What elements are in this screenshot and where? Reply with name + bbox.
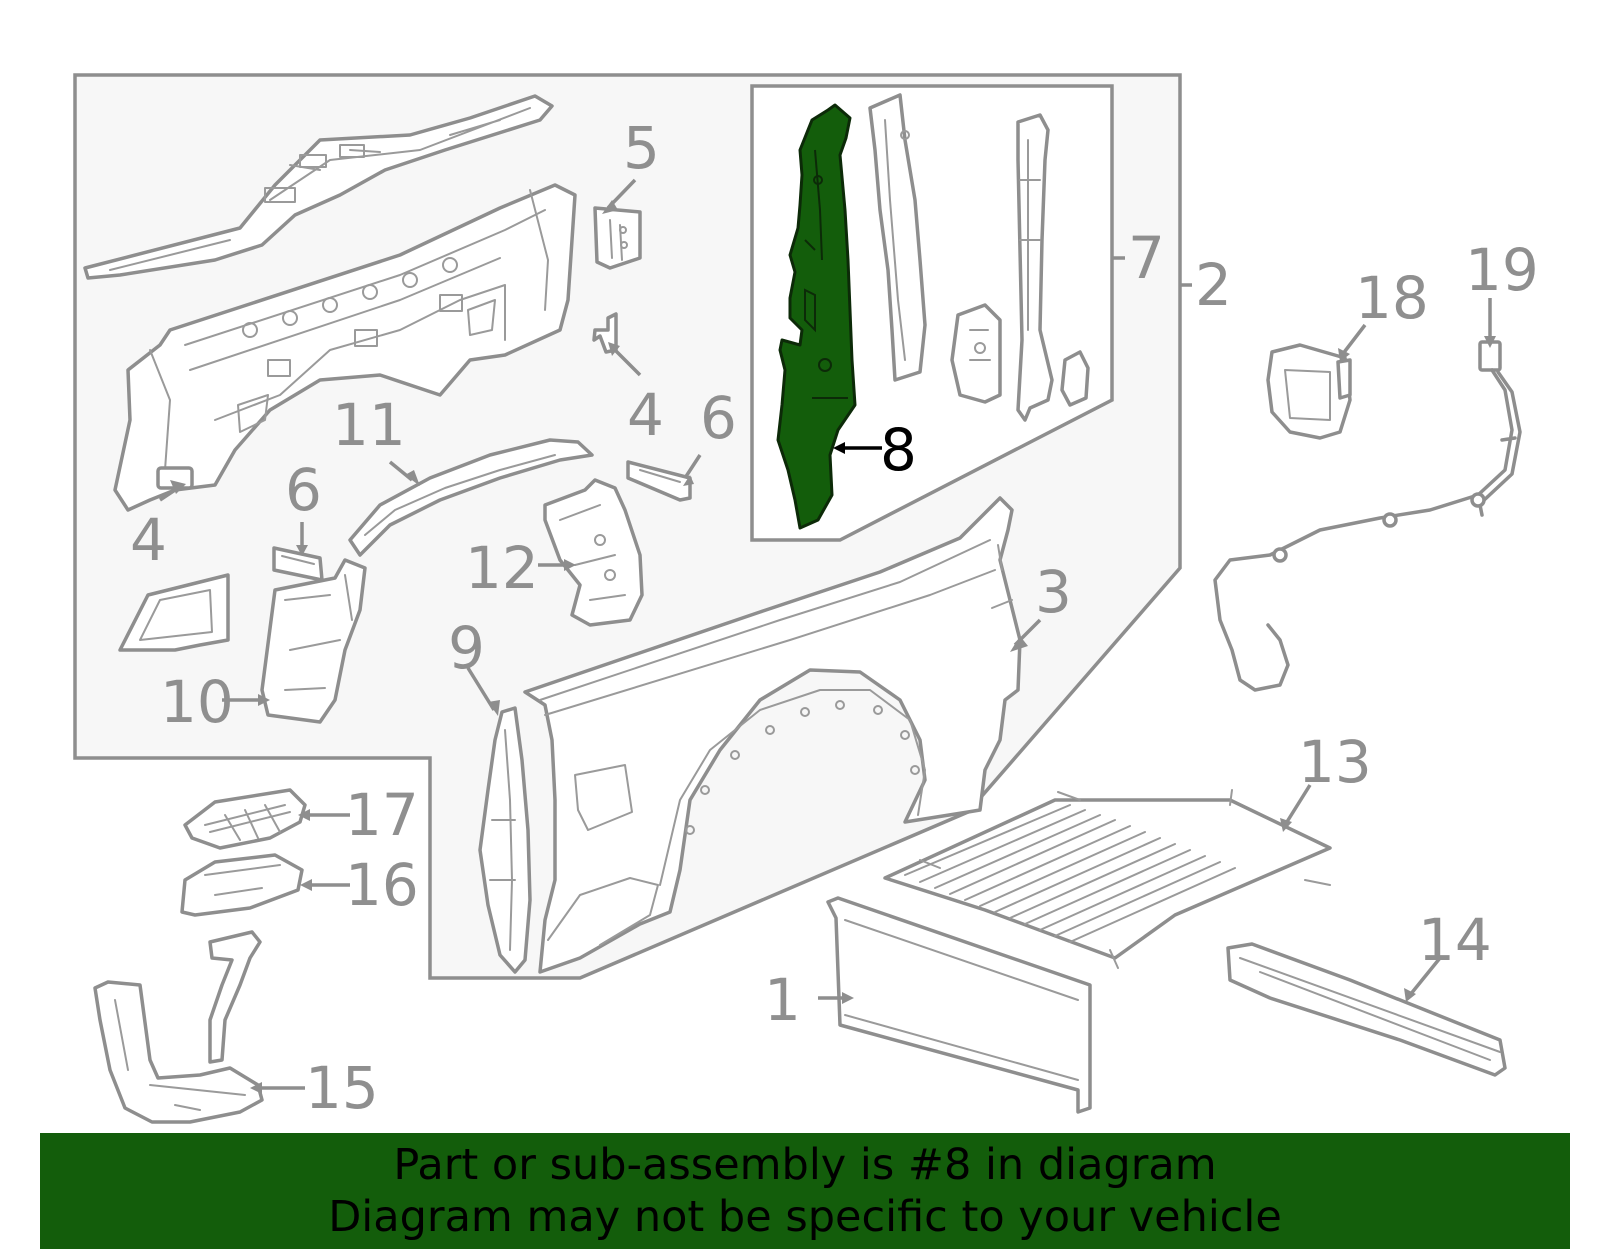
callout-1: 1 (764, 966, 801, 1034)
callout-11: 11 (332, 391, 406, 459)
callout-10: 10 (160, 668, 234, 736)
callout-3: 3 (1035, 558, 1072, 626)
callout-13: 13 (1298, 728, 1372, 796)
callout-4-right: 4 (627, 381, 664, 449)
wheelhouse-arch-11 (348, 438, 594, 557)
bracket-5 (593, 206, 642, 270)
bed-header-rail (83, 94, 554, 280)
part-8-highlighted (776, 103, 857, 530)
callout-12: 12 (465, 534, 539, 602)
wiring-harness-19 (1213, 340, 1522, 692)
callout-6-left: 6 (285, 456, 322, 524)
bracket-4-right (592, 312, 618, 354)
front-pillar-9 (478, 706, 532, 974)
step-bracket-16 (180, 853, 304, 917)
callout-15: 15 (305, 1054, 379, 1122)
pillar-bracket-b (950, 303, 1002, 404)
callout-8: 8 (880, 416, 917, 484)
banner-line-2: Diagram may not be specific to your vehi… (328, 1192, 1282, 1242)
leader-lines (159, 178, 1496, 1094)
rear-pillar-10 (260, 558, 367, 724)
callout-14: 14 (1418, 906, 1492, 974)
pillar-reinforcement-a (868, 93, 927, 382)
inner-side-panel (113, 183, 577, 512)
callout-17: 17 (345, 781, 419, 849)
callout-6-right: 6 (700, 384, 737, 452)
callout-16: 16 (345, 851, 419, 919)
rear-crossmember-14 (1226, 942, 1507, 1077)
step-pad-17 (183, 788, 307, 850)
pillar-bracket-d (1060, 350, 1090, 407)
banner-line-1: Part or sub-assembly is #8 in diagram (393, 1140, 1217, 1190)
side-panel-filler (118, 573, 230, 652)
outer-box-side-3 (523, 496, 1022, 974)
pillar-reinforcement-c (1016, 113, 1054, 422)
front-panel-1 (826, 896, 1092, 1114)
callout-4-left: 4 (130, 506, 167, 574)
info-banner: Part or sub-assembly is #8 in diagram Di… (40, 1133, 1570, 1249)
callout-2: 2 (1195, 251, 1232, 319)
bed-floor-13 (883, 789, 1332, 969)
callout-18: 18 (1355, 264, 1429, 332)
trailer-connector-18 (1266, 343, 1352, 440)
callout-5: 5 (623, 114, 660, 182)
callout-7: 7 (1128, 224, 1165, 292)
callout-9: 9 (448, 614, 485, 682)
callout-19: 19 (1465, 236, 1539, 304)
step-assembly-15 (93, 930, 264, 1124)
